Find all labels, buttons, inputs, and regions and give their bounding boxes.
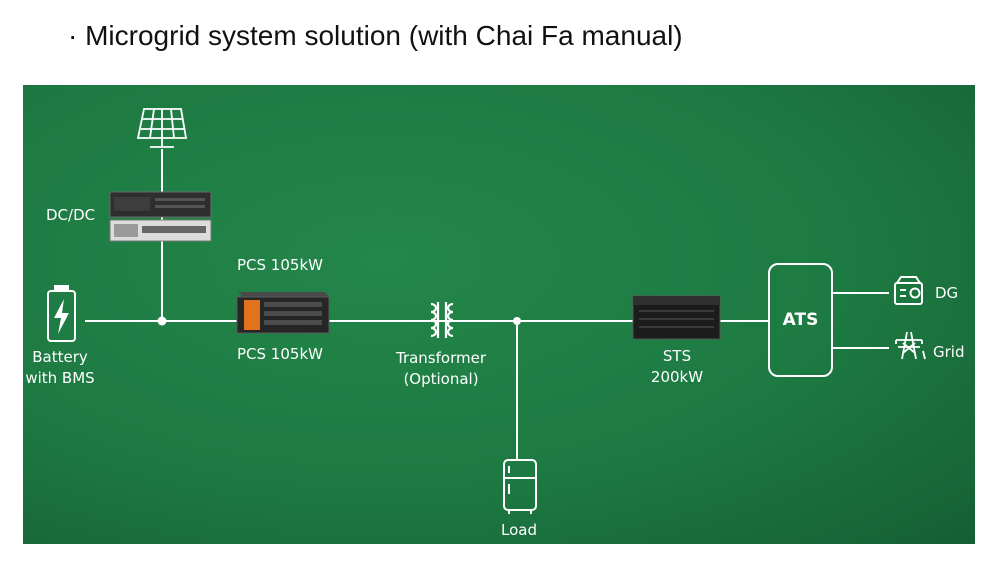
power-tower-icon — [895, 331, 926, 360]
sts-label-line2: 200kW — [650, 368, 704, 386]
pcs-label-bottom: PCS 105kW — [237, 345, 323, 363]
transformer-label-line1: Transformer — [395, 349, 486, 367]
fridge-icon — [503, 459, 537, 514]
dg-label: DG — [935, 284, 959, 302]
junction-dot-load — [513, 317, 521, 325]
diagram-panel: DC/DC Battery with BMS PCS 105kW PCS 105… — [23, 85, 975, 544]
transformer-label-line2: (Optional) — [403, 370, 479, 388]
generator-icon — [894, 276, 923, 305]
ats-label: ATS — [782, 310, 819, 330]
dcdc-converter-image — [109, 191, 212, 242]
battery-label-line1: Battery — [32, 348, 88, 366]
battery-label-line2: with BMS — [25, 369, 95, 387]
pcs-unit-image — [236, 292, 330, 334]
solar-panel-icon — [136, 108, 188, 148]
sts-unit-image — [632, 295, 721, 340]
battery-icon — [47, 285, 76, 342]
ats-box — [768, 263, 833, 377]
diagram-canvas — [47, 108, 926, 514]
grid-label: Grid — [933, 343, 965, 361]
transformer-icon — [430, 302, 454, 338]
battery-label: Battery with BMS — [25, 347, 95, 389]
dcdc-label: DC/DC — [46, 206, 96, 224]
load-label: Load — [501, 521, 537, 539]
pcs-label-top: PCS 105kW — [237, 256, 323, 274]
transformer-label: Transformer (Optional) — [389, 348, 493, 390]
sts-label: STS 200kW — [637, 346, 717, 388]
connection-lines — [85, 149, 889, 460]
junction-dot-solar — [157, 316, 167, 326]
sts-label-line1: STS — [662, 347, 692, 365]
slide-title: · Microgrid system solution (with Chai F… — [68, 20, 683, 51]
